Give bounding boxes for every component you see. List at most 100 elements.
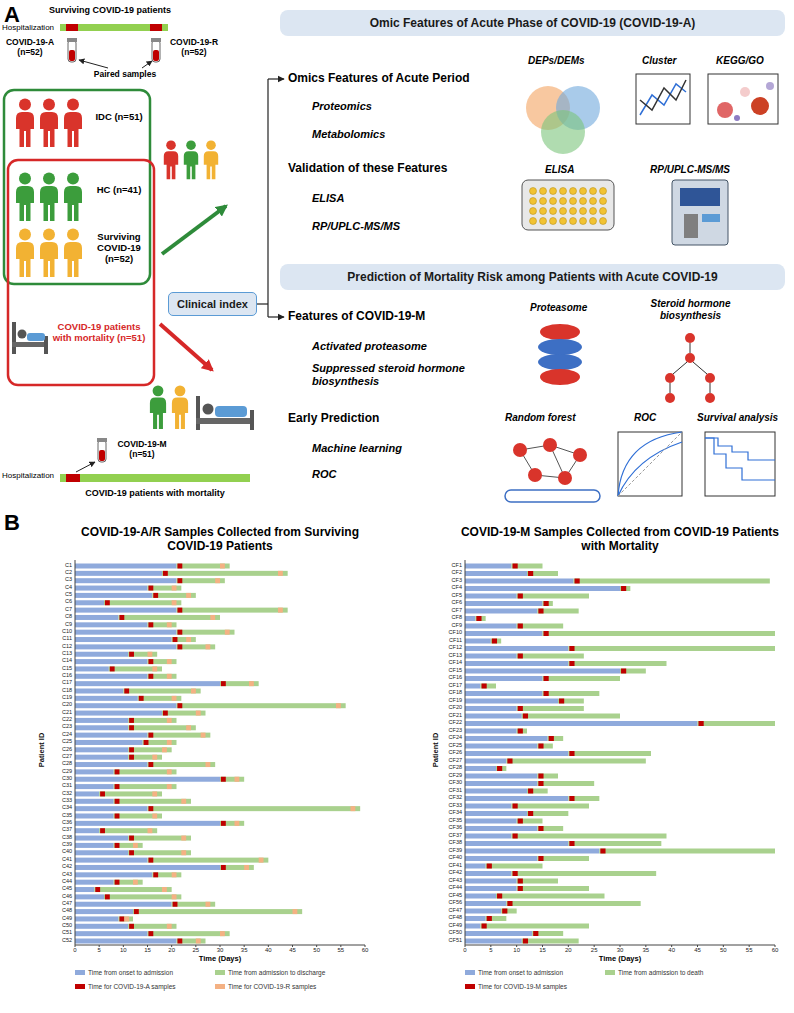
sample-mark xyxy=(538,609,543,614)
hospitalization-bar xyxy=(60,474,250,482)
stay-bar xyxy=(481,684,497,689)
sample-mark xyxy=(115,814,120,819)
sample-mark xyxy=(621,669,626,674)
sample-mark xyxy=(115,880,120,885)
patient-row xyxy=(465,721,775,726)
sample-mark xyxy=(220,931,225,936)
sample-mark xyxy=(538,826,543,831)
stay-bar xyxy=(177,564,230,569)
patient-row xyxy=(75,593,196,598)
sample-mark xyxy=(129,850,134,855)
onset-bar xyxy=(75,791,99,796)
sample-mark xyxy=(100,791,105,796)
onset-bar xyxy=(465,939,522,944)
patient-row xyxy=(75,755,162,760)
patient-id: C46 xyxy=(42,894,72,900)
sample-mark xyxy=(129,924,134,929)
bed-icon xyxy=(12,322,48,354)
sample-mark xyxy=(105,600,110,605)
patient-row xyxy=(465,669,646,674)
onset-bar xyxy=(75,696,138,701)
patient-id: C2 xyxy=(42,570,72,576)
stay-bar xyxy=(148,733,211,738)
stay-bar xyxy=(599,849,775,854)
stay-bar xyxy=(119,615,221,620)
patient-id: C1 xyxy=(42,563,72,569)
y-axis xyxy=(75,560,76,945)
tick-label: 10 xyxy=(507,947,527,953)
patient-row xyxy=(465,781,594,786)
patient-row xyxy=(75,644,215,649)
sample-mark xyxy=(513,804,518,809)
patient-row xyxy=(465,594,589,599)
sample-mark xyxy=(148,858,153,863)
onset-bar xyxy=(465,729,517,734)
sample-mark xyxy=(235,821,240,826)
patient-id: C51 xyxy=(42,930,72,936)
sample-mark xyxy=(249,681,254,686)
patient-row xyxy=(465,819,543,824)
stay-bar xyxy=(475,616,485,621)
patient-id: CF38 xyxy=(432,840,462,846)
stay-bar xyxy=(138,696,182,701)
sample-mark xyxy=(105,894,110,899)
onset-bar xyxy=(465,706,517,711)
patient-row xyxy=(465,774,558,779)
legend-swatch xyxy=(75,984,85,989)
patient-row xyxy=(75,769,177,774)
stay-bar xyxy=(128,652,157,657)
stay-bar xyxy=(114,799,191,804)
axis-tick xyxy=(620,945,621,947)
patient-id: C20 xyxy=(42,702,72,708)
patient-id: C22 xyxy=(42,717,72,723)
patient-id: C26 xyxy=(42,747,72,753)
patient-row xyxy=(465,609,579,614)
onset-bar xyxy=(75,858,148,863)
patient-id: C24 xyxy=(42,732,72,738)
axis-tick xyxy=(723,945,724,947)
sample-mark xyxy=(575,579,580,584)
cohort-label: Surviving COVID-19 patients xyxy=(40,5,180,15)
sample-mark xyxy=(221,821,226,826)
sample-mark xyxy=(148,659,153,664)
sample-mark xyxy=(177,608,182,613)
cohort-label: IDC (n=51) xyxy=(92,112,146,123)
onset-bar xyxy=(465,759,506,764)
sample-mark xyxy=(172,586,177,591)
sample-mark xyxy=(148,733,153,738)
stay-bar xyxy=(128,725,196,730)
stay-bar xyxy=(537,856,589,861)
venn-icon xyxy=(526,86,600,154)
instrument-icon xyxy=(672,180,728,245)
sample-mark xyxy=(487,864,492,869)
patient-id: C15 xyxy=(42,666,72,672)
onset-bar xyxy=(75,769,114,774)
sample-mark xyxy=(559,699,564,704)
sample-mark xyxy=(167,784,172,789)
sample-mark xyxy=(148,586,153,591)
patient-id: CF34 xyxy=(432,810,462,816)
axis-tick xyxy=(671,945,672,947)
sample-mark xyxy=(119,615,124,620)
patient-id: C3 xyxy=(42,577,72,583)
elisa-plate xyxy=(522,180,614,230)
tick-label: 40 xyxy=(258,947,278,953)
tick-label: 20 xyxy=(162,947,182,953)
sample-mark xyxy=(124,689,129,694)
tick-label: 35 xyxy=(636,947,656,953)
onset-bar xyxy=(465,699,558,704)
stay-bar xyxy=(162,571,288,576)
patient-row xyxy=(75,939,206,944)
sample-mark xyxy=(196,939,201,944)
onset-bar xyxy=(75,850,128,855)
stay-bar xyxy=(543,601,553,606)
patient-id: CF51 xyxy=(432,938,462,944)
onset-bar xyxy=(465,676,543,681)
sample-mark xyxy=(538,856,543,861)
node-text: Omic Features of Acute Phase of COVID-19… xyxy=(370,16,696,30)
cohort-frame xyxy=(4,90,150,284)
patient-id: C31 xyxy=(42,783,72,789)
onset-bar xyxy=(465,624,517,629)
method-label: Early Prediction xyxy=(288,412,379,426)
